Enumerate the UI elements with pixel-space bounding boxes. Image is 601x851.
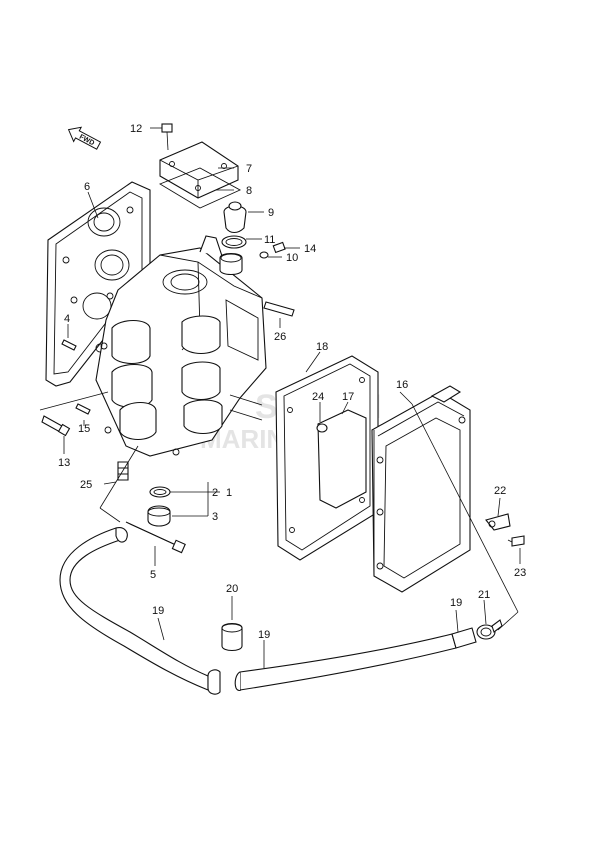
callout-25: 24 — [312, 391, 324, 403]
part-9-cap — [223, 201, 247, 234]
callout-23: 22 — [494, 485, 506, 497]
callout-5: 5 — [150, 569, 156, 581]
callout-8: 8 — [246, 185, 252, 197]
callout-3: 3 — [212, 511, 218, 523]
callout-4: 4 — [64, 313, 70, 325]
callout-10: 10 — [286, 252, 298, 264]
callout-21: 20 — [226, 583, 238, 595]
cylinder-block — [95, 235, 267, 457]
part-5-bolt — [125, 521, 186, 554]
part-4-dowel — [61, 339, 77, 351]
part-12-bolt — [161, 123, 173, 151]
fwd-arrow-icon: FWD — [67, 126, 102, 150]
part-20-hose — [451, 627, 477, 649]
part-24-bolt — [507, 535, 525, 547]
callout-7: 7 — [246, 163, 252, 175]
callout-11: 11 — [264, 234, 275, 246]
callout-20: 19 — [450, 597, 462, 609]
part-13-bolt — [41, 415, 71, 437]
part-7-cover — [159, 141, 239, 199]
callout-9: 9 — [268, 207, 274, 219]
part-21-collar — [221, 622, 243, 652]
callout-2: 2 — [212, 487, 218, 499]
callout-15: 15 — [78, 423, 90, 435]
callout-19-left: 19 — [152, 605, 164, 617]
callout-18: 18 — [316, 341, 328, 353]
leader-lines — [39, 127, 521, 668]
callout-27: 26 — [274, 331, 286, 343]
part-27-pin — [263, 301, 295, 317]
callout-22: 21 — [478, 589, 490, 601]
part-15-dowel — [75, 403, 91, 415]
callout-17: 17 — [342, 391, 354, 403]
callout-1: 1 — [226, 487, 232, 499]
part-2-ring — [149, 486, 171, 498]
callout-12: 12 — [130, 123, 142, 135]
fwd-label: FWD — [78, 134, 95, 148]
part-3-plug — [147, 505, 171, 527]
part-23-clip — [485, 513, 511, 531]
part-11-oring — [221, 235, 247, 249]
callout-16: 16 — [396, 379, 408, 391]
callouts: 12 7 8 9 11 14 10 6 4 26 18 16 24 17 15 … — [58, 123, 526, 641]
callout-19-right: 19 — [258, 629, 270, 641]
callout-6: 6 — [84, 181, 90, 193]
callout-14: 14 — [304, 243, 316, 255]
callout-13: 13 — [58, 457, 70, 469]
part-8-gasket — [158, 167, 242, 209]
part-17-plate — [317, 409, 367, 509]
part-14-bolt — [259, 241, 286, 259]
part-25-screw — [316, 423, 328, 433]
part-16-cover — [371, 385, 471, 593]
callout-26: 25 — [80, 479, 92, 491]
callout-24: 23 — [514, 567, 526, 579]
